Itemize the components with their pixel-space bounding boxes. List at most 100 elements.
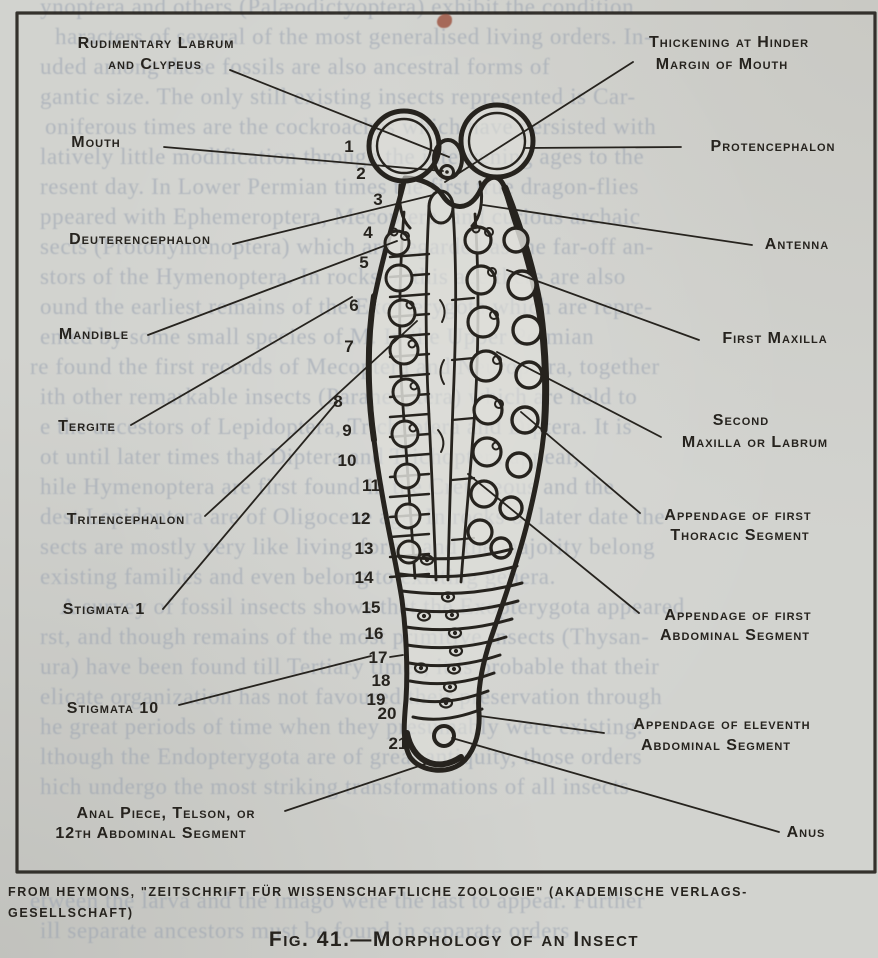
- figure-label-appendage-first-thoracic-segment: Appendage of first: [664, 507, 812, 524]
- leader-first-maxilla: [506, 269, 700, 341]
- bleedthrough-line: ppeared with Ephemeroptera, Mecoptera, a…: [40, 204, 641, 229]
- embryo-detail: [494, 399, 504, 409]
- embryo-detail: [393, 462, 421, 490]
- segment-number-2: 2: [356, 164, 365, 183]
- segment-number-17: 17: [369, 648, 388, 667]
- leader-stigmata-1: [162, 401, 338, 610]
- stigmata-oval: [442, 681, 458, 693]
- figure-label-mandible: Mandible: [58, 326, 130, 343]
- segment-number-15: 15: [362, 598, 381, 617]
- segment-number-8: 8: [333, 392, 342, 411]
- label-leader-lines: [130, 61, 780, 833]
- segment-number-21: 21: [389, 734, 408, 753]
- figure-label-rudimentary-labrum-and-clypeus: and Clypeus: [108, 56, 202, 73]
- embryo-detail: [489, 310, 499, 320]
- bleedthrough-line: etween the larva and the imago were the …: [30, 888, 646, 913]
- figure-label-tergite: Tergite: [58, 418, 116, 435]
- embryo-detail: [394, 502, 422, 530]
- embryo-detail: [389, 227, 399, 237]
- leader-anal-piece-telson: [284, 761, 432, 812]
- leader-appendage-first-abdominal-segment: [467, 473, 640, 614]
- embryo-detail: [449, 612, 455, 618]
- figure-credit-line-1: FROM HEYMONS, "ZEITSCHRIFT FÜR WISSENSCH…: [8, 885, 748, 899]
- stigmata-oval: [416, 610, 432, 622]
- figure-caption: Fig. 41.—Morphology of an Insect: [268, 928, 640, 951]
- figure-label-protencephalon: Protencephalon: [710, 138, 836, 155]
- embryo-detail: [466, 518, 494, 546]
- embryo-detail: [391, 377, 421, 407]
- figure-label-appendage-eleventh-abdominal-segment: Abdominal Segment: [641, 737, 791, 754]
- bleedthrough-line: lthough the Endopterygota are of great a…: [40, 744, 643, 769]
- embryo-head-lobes: [366, 102, 536, 230]
- embryo-detail: [453, 648, 459, 654]
- embryo-detail: [409, 381, 419, 391]
- embryo-detail: [452, 630, 458, 636]
- figure-label-thickening-hinder-margin-mouth: Margin of Mouth: [655, 56, 789, 73]
- figure-label-anal-piece-telson: Anal Piece, Telson, or: [76, 805, 256, 822]
- stigmata-oval: [438, 697, 454, 709]
- leader-anus: [451, 737, 780, 833]
- embryo-detail: [390, 419, 420, 449]
- figure-label-appendage-eleventh-abdominal-segment: Appendage of eleventh: [633, 716, 811, 733]
- leader-appendage-eleventh-abdominal-segment: [479, 715, 605, 734]
- embryo-detail: [388, 372, 431, 379]
- leader-tritencephalon: [204, 320, 418, 517]
- embryo-detail: [400, 581, 524, 596]
- embryo-detail: [446, 208, 458, 582]
- embryo-detail: [439, 359, 445, 385]
- embryo-detail: [471, 224, 481, 234]
- embryo-detail: [450, 296, 476, 302]
- bleedthrough-line: resent day. In Lower Permian times the f…: [40, 174, 640, 199]
- figure-label-appendage-first-thoracic-segment: Thoracic Segment: [670, 527, 810, 544]
- figure-label-second-maxilla-or-labrum: Second: [712, 412, 770, 429]
- bleedthrough-line: re found the first records of Mecoptera …: [30, 354, 660, 379]
- figure-frame: [15, 11, 877, 874]
- segment-number-11: 11: [362, 476, 380, 495]
- embryo-detail: [384, 263, 414, 293]
- figure-label-anal-piece-telson: 12th Abdominal Segment: [55, 825, 247, 842]
- stigmata-oval: [413, 662, 429, 674]
- embryo-detail: [388, 252, 431, 259]
- embryo-detail: [397, 547, 514, 561]
- leader-thickening-hinder-margin-mouth: [444, 61, 634, 183]
- embryo-detail: [450, 416, 476, 422]
- bleedthrough-line: ound the earliest remains of the Exopter…: [40, 294, 653, 319]
- embryo-detail: [407, 339, 417, 349]
- segment-number-19: 19: [367, 690, 386, 709]
- segment-number-1: 1: [344, 137, 353, 156]
- figure-label-first-maxilla: First Maxilla: [722, 330, 828, 347]
- embryo-detail: [450, 476, 476, 482]
- bleedthrough-line: ura) have been found till Tertiary times…: [40, 654, 660, 679]
- embryo-detail: [387, 298, 417, 328]
- figure-label-thickening-hinder-margin-mouth: Thickening at Hinder: [648, 34, 810, 51]
- embryo-detail: [471, 436, 503, 468]
- bleedthrough-line: gantic size. The only still existing ins…: [40, 84, 636, 109]
- embryo-detail: [411, 707, 484, 721]
- embryo-detail: [511, 314, 543, 346]
- leader-mandible: [147, 240, 398, 336]
- embryo-detail: [451, 666, 457, 672]
- stigmata-oval: [444, 609, 460, 621]
- embryo-detail: [437, 429, 445, 453]
- segment-number-3: 3: [373, 190, 382, 209]
- figure-label-tritencephalon: Tritencephalon: [66, 511, 186, 528]
- embryo-detail: [510, 405, 540, 435]
- embryo-detail: [418, 665, 424, 671]
- figure-label-antenna: Antenna: [764, 236, 830, 253]
- segment-number-4: 4: [363, 223, 373, 242]
- embryo-detail: [439, 299, 446, 323]
- leader-tergite: [130, 296, 353, 426]
- segment-number-6: 6: [349, 296, 358, 315]
- embryo-detail: [388, 412, 431, 419]
- tick-17: [389, 654, 404, 658]
- leader-protencephalon: [523, 146, 682, 149]
- figure-label-appendage-first-abdominal-segment: Appendage of first: [664, 607, 812, 624]
- bleedthrough-line: dest Lepidoptera are of Oligocene age. I…: [40, 504, 666, 529]
- embryo-detail: [492, 355, 502, 365]
- leader-stigmata-10: [178, 655, 372, 706]
- stigmata-oval: [440, 591, 456, 603]
- bleedthrough-line: sects are mostly very like living forms …: [40, 534, 656, 559]
